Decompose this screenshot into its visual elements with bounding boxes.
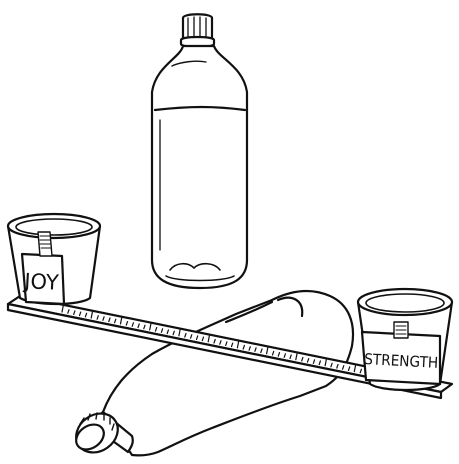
upright-bottle (152, 14, 247, 288)
left-cup: JOY (8, 214, 100, 304)
left-cup-label: JOY (22, 269, 60, 295)
right-cup-inside (366, 294, 444, 312)
upright-bottle-body (152, 46, 247, 288)
left-cup-inside (16, 219, 92, 235)
right-cup: STRENGTH (358, 289, 452, 390)
